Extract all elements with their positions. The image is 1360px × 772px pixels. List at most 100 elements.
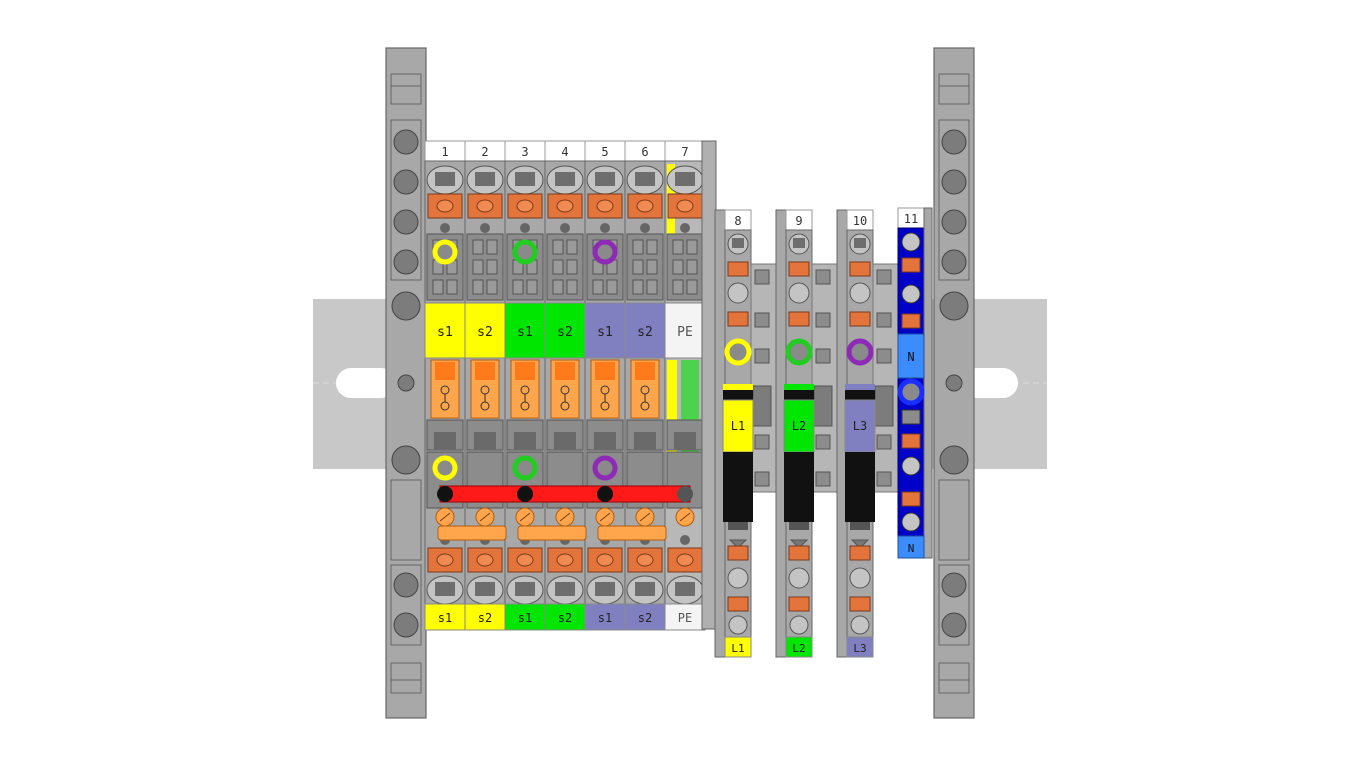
potential-ring-bottom [512,455,538,481]
extension-socket [815,312,831,328]
terminal-number: 2 [481,145,488,159]
clamp-bottom [627,547,663,573]
marker [844,399,876,453]
wire-entry-bottom-2 [728,615,748,635]
lever-pin [640,401,650,411]
clamp-bottom-lever [516,553,534,567]
potential-ring [897,378,925,406]
wire-entry-bottom-2 [850,615,870,635]
potential-ring-top [512,239,538,265]
clamp-top-lever [596,199,614,213]
extension-socket [876,312,892,328]
marker-bottom [464,603,506,631]
jumper-socket [566,239,578,255]
end-plate-left-block [701,140,717,630]
marker-top [897,333,925,379]
clamp-bottom-2 [901,491,921,507]
bottom-screw-slot [479,512,491,522]
fuse-carrier [845,452,875,522]
marker-bottom [897,535,925,559]
wire-entry-bottom-inner [555,582,575,596]
marker-top-label: N [907,350,914,364]
pe-stripe-yellow [667,360,677,460]
cross-connection-bar [439,485,691,503]
contact-top [440,223,450,233]
jumper-socket [686,279,698,295]
extension-socket-large [874,385,894,427]
jumper-socket [566,259,578,275]
jumper-socket [646,279,658,295]
extension-socket-large [752,385,772,427]
clamp-bottom-lever [636,553,654,567]
jumper-socket [486,239,498,255]
jumper-slot-top [626,233,664,301]
terminal-number: 11 [904,212,918,226]
marker-bottom-label: s2 [478,611,492,625]
marker-bottom-label: s1 [438,611,452,625]
marker-bottom [664,603,706,631]
clamp-bottom-lever [436,553,454,567]
jumper-socket [606,279,618,295]
fuse-link-bridge [597,525,667,541]
neutral-end-plate [923,207,933,559]
bridge-contact [437,486,453,502]
contact-top [520,223,530,233]
extension-socket-large [813,385,833,427]
extension-socket [754,471,770,487]
jumper-socket [472,279,484,295]
operating-lever-top [595,362,615,380]
fuse-carrier [723,452,753,522]
terminal-number: 1 [441,145,448,159]
rail-slot-left [336,368,396,398]
fuse-link-bridge [517,525,587,541]
extension-socket [754,348,770,364]
test-socket-inner [594,432,616,450]
potential-ring [846,338,874,366]
jumper-socket [672,239,684,255]
bridge-group [437,485,693,541]
fuse-carrier-base [850,522,870,530]
extension-socket [754,434,770,450]
terminal-number: 10 [853,214,867,228]
potential-ring [785,338,813,366]
extension-socket [754,312,770,328]
marker-top-label: PE [677,325,693,340]
bottom-screw-slot [559,512,571,522]
extension-socket [876,269,892,285]
wire-entry-top-inner [793,238,805,248]
marker-top-label: s1 [517,325,533,340]
marker-bottom-label: L3 [853,642,866,655]
marker-bottom [724,636,752,658]
bottom-screw-slot [439,512,451,522]
clamp-top-2 [849,311,871,327]
wire-entry-top-2 [849,282,871,304]
jumper-socket [566,279,578,295]
potential-ring [724,338,752,366]
wire-entry-top-inner [854,238,866,248]
potential-ring-top [592,239,618,265]
clamp-bottom [727,545,749,561]
clamp-top-lever [436,199,454,213]
operating-lever-top [435,362,455,380]
end-bracket-right [933,47,975,719]
clamp-top [849,261,871,277]
wire-entry-bottom-inner [435,582,455,596]
contact-top [640,223,650,233]
marker-top [424,302,466,359]
bottom-screw-slot [639,512,651,522]
jumper-socket [592,279,604,295]
contact-top [480,223,490,233]
extension-socket [815,434,831,450]
wire-entry-bottom-inner [595,582,615,596]
marker-bottom [624,603,666,631]
jumper-socket [472,259,484,275]
wire-entry-bottom [727,567,749,589]
jumper-socket [632,239,644,255]
wire-entry-top-inner [732,238,744,248]
